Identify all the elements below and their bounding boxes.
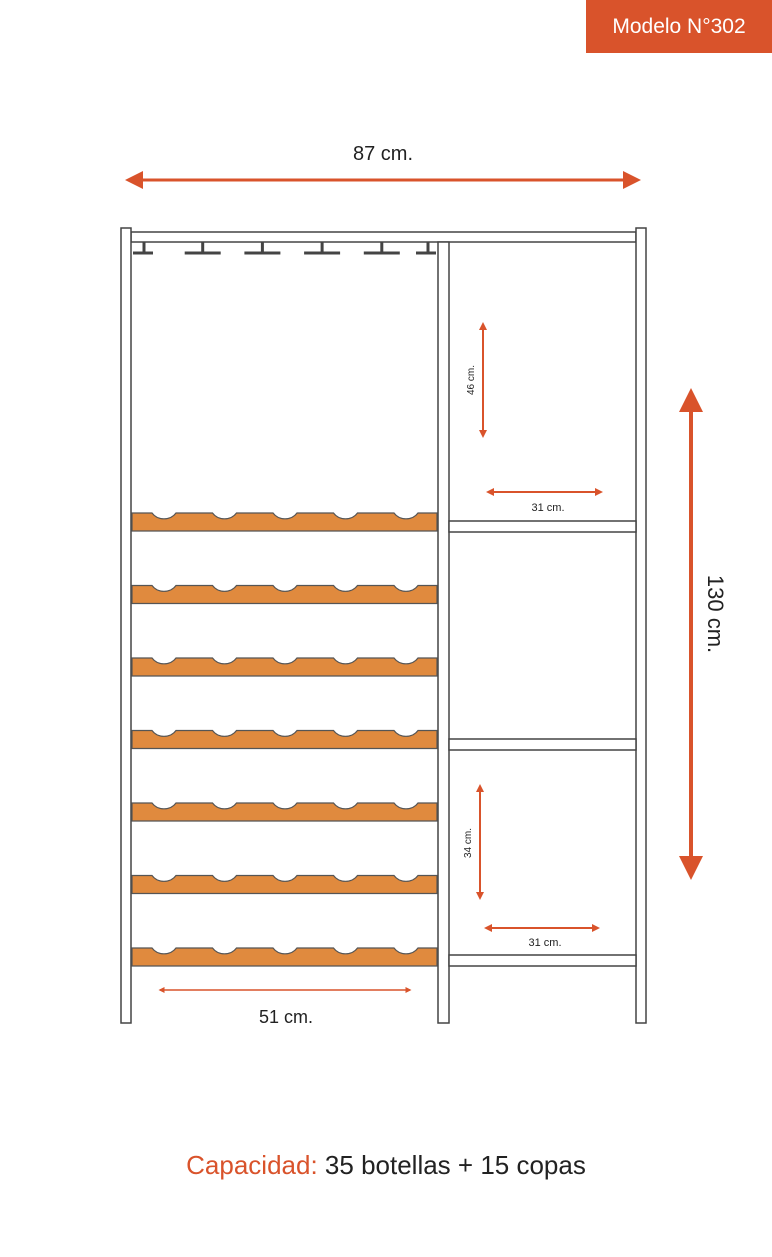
glass-hanger [304, 242, 341, 255]
right-post [635, 227, 647, 1024]
bottom-cubby-height-label: 34 cm. [463, 828, 474, 858]
dimension-arrows [125, 171, 703, 993]
capacity-label: Capacidad: [186, 1150, 318, 1180]
top-board [130, 231, 637, 243]
model-badge: Modelo N°302 [586, 0, 772, 53]
glass-hanger [244, 242, 281, 255]
bottle-shelf [131, 512, 438, 532]
bottle-shelf [131, 802, 438, 822]
cubby-shelf-1 [448, 520, 637, 533]
glass-hanger [133, 242, 153, 255]
capacity-value: 35 botellas + 15 copas [324, 1150, 586, 1180]
bottle-shelf [131, 729, 438, 750]
left-post [120, 227, 132, 1024]
bottle-shelf [131, 947, 438, 967]
middle-post [437, 241, 450, 1024]
total-height-label: 130 cm. [703, 575, 728, 653]
cubby-shelf-2 [448, 738, 637, 751]
capacity-text: Capacidad: 35 botellas + 15 copas [0, 1150, 772, 1181]
bottle-shelf [131, 874, 438, 895]
top-cubby-height-label: 46 cm. [466, 365, 477, 395]
left-width-label: 51 cm. [259, 1007, 313, 1027]
bottle-shelf [131, 584, 438, 605]
total-width-label: 87 cm. [353, 143, 413, 165]
glass-hanger [363, 242, 400, 255]
rack-frame [120, 227, 647, 1024]
bottom-cubby-width-label: 31 cm. [528, 937, 561, 949]
cubby-shelf-3 [448, 954, 637, 967]
glass-hanger [416, 242, 436, 255]
bottle-shelf [131, 657, 438, 677]
top-cubby-width-label: 31 cm. [531, 502, 564, 514]
glass-hanger [184, 242, 221, 255]
